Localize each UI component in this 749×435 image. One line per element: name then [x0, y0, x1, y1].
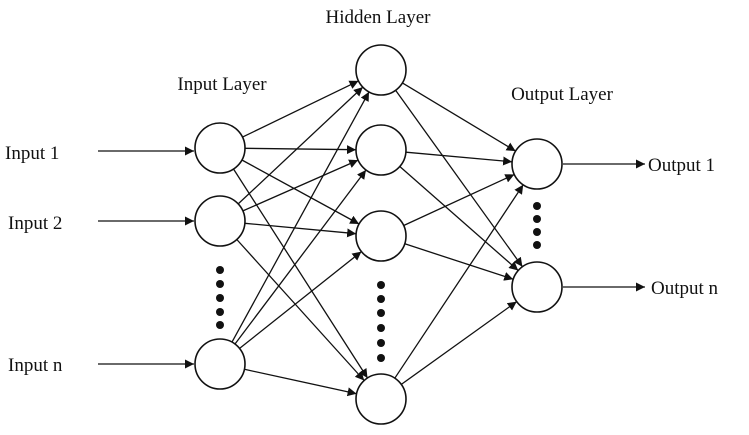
input-hidden-edge-1-4: [232, 168, 369, 379]
hidden-layer-title: Hidden Layer: [326, 7, 432, 28]
input-hidden-edge-1-1: [242, 80, 359, 138]
input-node-2: [194, 195, 246, 247]
input-hidden-edge-3-3: [239, 251, 362, 349]
hidden-node-2: [355, 124, 407, 176]
hidden-output-edge-2-1: [405, 151, 513, 166]
hidden-output-edge-4-2: [400, 301, 518, 385]
input-hidden-edge-2-2: [242, 159, 359, 212]
input-1-label: Input 1: [5, 143, 59, 164]
hidden-output-edge-3-1: [403, 173, 515, 227]
hidden-output-edge-1-2: [395, 89, 523, 268]
input-hidden-edge-1-2: [244, 145, 357, 155]
connection-edges: [231, 80, 524, 397]
hidden-node-3: [355, 210, 407, 262]
hidden-node-1: [355, 44, 407, 96]
input-node-1: [194, 122, 246, 174]
input-hidden-edge-2-1: [237, 86, 364, 205]
output-1-label: Output 1: [648, 155, 715, 176]
hidden-node-n: [355, 373, 407, 425]
output-n-label: Output n: [651, 278, 719, 299]
output-ellipsis-dots: [533, 202, 541, 249]
hidden-output-edge-4-1: [394, 184, 524, 379]
output-layer-title: Output Layer: [511, 84, 614, 105]
hidden-output-edge-2-2: [399, 166, 519, 271]
output-node-n: [511, 261, 563, 313]
input-hidden-edge-3-1: [231, 91, 370, 343]
input-hidden-edge-2-4: [236, 239, 365, 381]
hidden-ellipsis-dots: [377, 281, 385, 362]
input-2-label: Input 2: [8, 213, 62, 234]
hidden-output-edge-3-2: [404, 243, 514, 281]
input-n-label: Input n: [8, 355, 63, 376]
hidden-output-edge-1-1: [402, 82, 516, 152]
input-ellipsis-dots: [216, 266, 224, 329]
input-hidden-edge-2-3: [244, 222, 357, 238]
output-node-1: [511, 138, 563, 190]
input-hidden-edge-3-2: [234, 169, 367, 345]
input-hidden-edge-3-4: [244, 368, 357, 397]
input-hidden-edge-1-3: [241, 159, 360, 225]
input-layer-title: Input Layer: [177, 74, 267, 95]
input-node-n: [194, 338, 246, 390]
